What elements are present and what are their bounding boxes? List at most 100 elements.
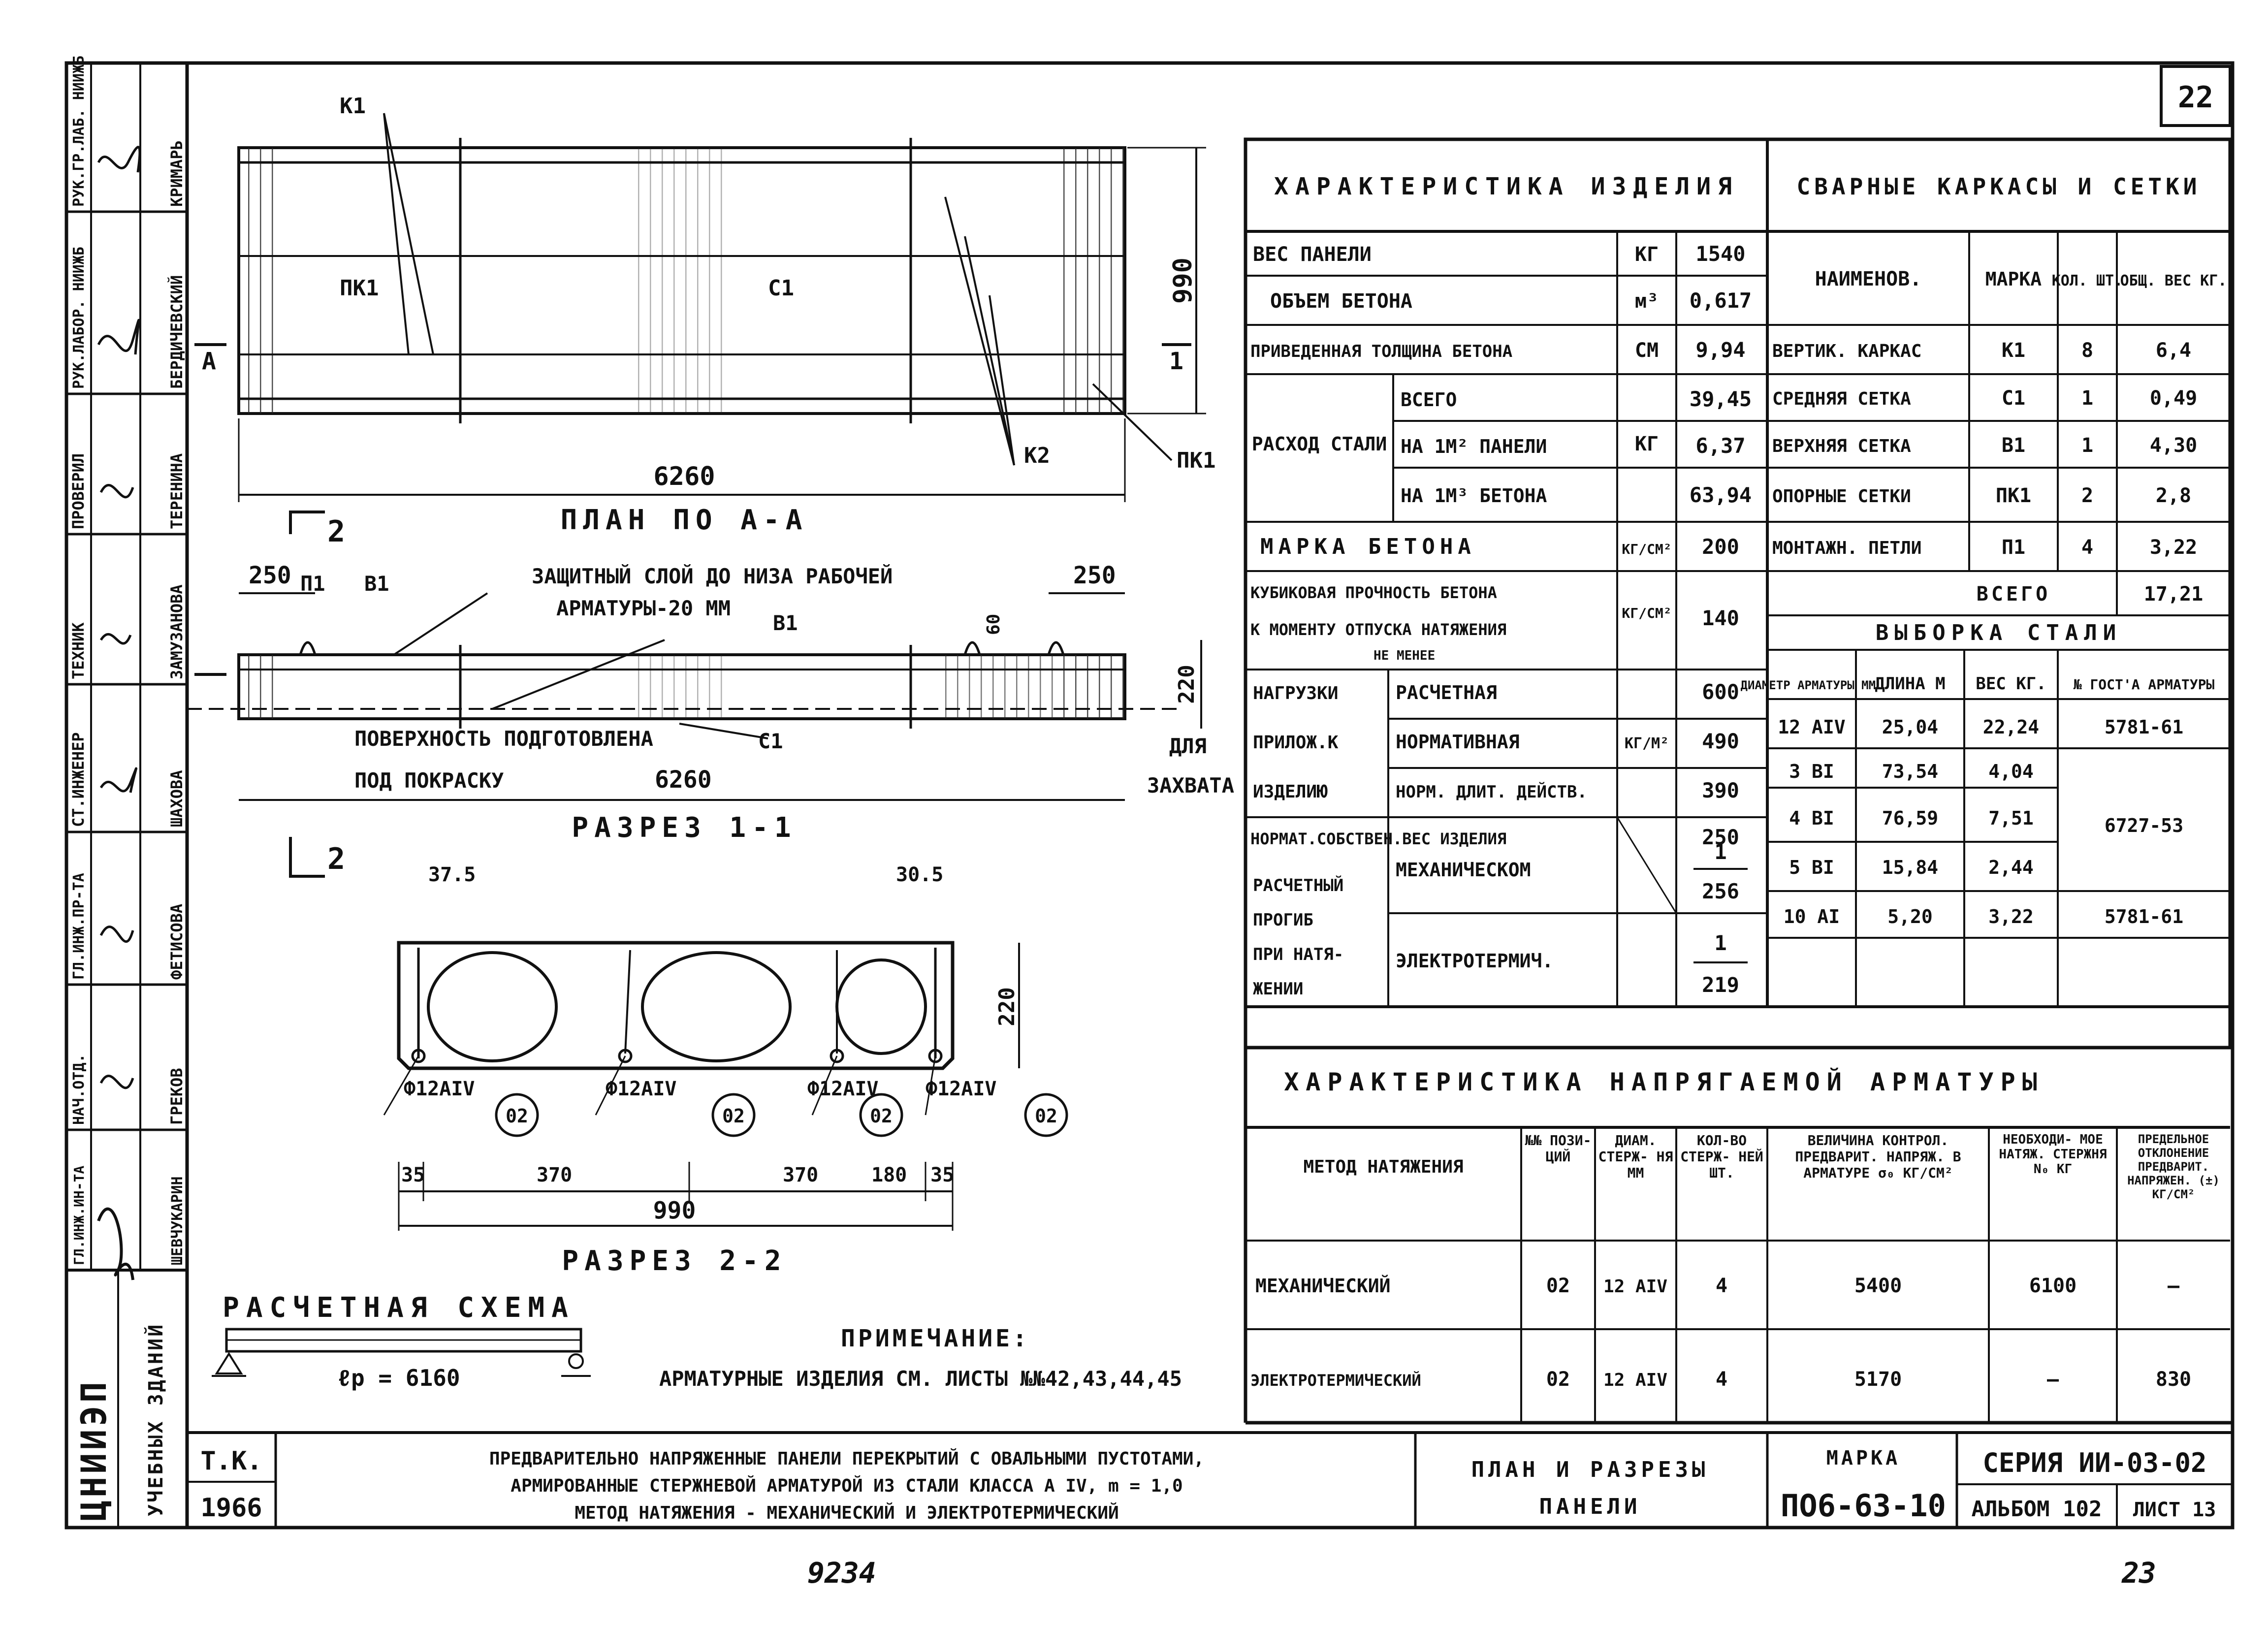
stamp-name-7: ГРЕКОВ — [167, 1068, 186, 1125]
section11-cut-2-top: 2 — [327, 514, 345, 549]
frames-r4-weight: 2,8 — [2156, 484, 2191, 507]
title-block-grid — [187, 1431, 2233, 1528]
title-sheet-2: ПАНЕЛИ — [1539, 1494, 1641, 1519]
frames-r3-name: ВЕРХНЯЯ СЕТКА — [1772, 436, 1911, 456]
stamp-role-6: ГЛ.ИНЖ.ПР-ТА — [70, 873, 88, 980]
section11-surface-2: ПОД ПОКРАСКУ — [354, 768, 504, 793]
plan-label-s1: С1 — [768, 276, 794, 301]
plan-label-pk1b: ПК1 — [1177, 448, 1215, 473]
tension-col-dev: ПРЕДЕЛЬНОЕ ОТКЛОНЕНИЕ ПРЕДВАРИТ. НАПРЯЖЕ… — [2127, 1132, 2220, 1201]
frames-r4-name: ОПОРНЫЕ СЕТКИ — [1772, 486, 1911, 507]
steel-row-m2-name: НА 1М² ПАНЕЛИ — [1401, 436, 1547, 457]
section22-pos-1: 02 — [506, 1105, 528, 1127]
signature-5 — [99, 767, 138, 793]
section11-cut-2-bottom: 2 — [327, 842, 345, 876]
tension-col-dev-cell: ПРЕДЕЛЬНОЕ ОТКЛОНЕНИЕ ПРЕДВАРИТ. НАПРЯЖЕ… — [2127, 1132, 2220, 1201]
section22-rebar-3: Ф12АIV — [807, 1078, 879, 1100]
title-mark-label: МАРКА — [1826, 1447, 1900, 1469]
signature-7 — [99, 1075, 134, 1089]
steel-r3-length: 76,59 — [1882, 807, 1938, 829]
section11-label-s1: С1 — [758, 729, 783, 753]
note-text: АРМАТУРНЫЕ ИЗДЕЛИЯ СМ. ЛИСТЫ №№42,43,44,… — [659, 1367, 1182, 1391]
tension-r2-diam: 12 АIV — [1603, 1370, 1667, 1390]
section11-label-p1: П1 — [300, 572, 325, 596]
tension-col-stress: ВЕЛИЧИНА КОНТРОЛ. ПРЕДВАРИТ. НАПРЯЖ. В А… — [1795, 1132, 1961, 1181]
own-weight-name: НОРМАТ.СОБСТВЕН.ВЕС ИЗДЕЛИЯ — [1250, 830, 1506, 848]
steel-row-m3-value: 63,94 — [1690, 483, 1752, 507]
section22-rebar-2: Ф12АIV — [606, 1078, 677, 1100]
cube-strength-value: 140 — [1702, 606, 1739, 630]
product-row-volume-value: 0,617 — [1690, 288, 1752, 313]
product-row-thickness-name: ПРИВЕДЕННАЯ ТОЛЩИНА БЕТОНА — [1250, 342, 1512, 361]
steel-r2-length: 73,54 — [1882, 761, 1938, 782]
steel-row-m2-value: 6,37 — [1695, 434, 1745, 458]
frames-r5-mark: П1 — [2002, 536, 2025, 559]
load-row-long-name: НОРМ. ДЛИТ. ДЕЙСТВ. — [1396, 782, 1587, 802]
frames-r2-mark: С1 — [2002, 387, 2025, 410]
plan-label-k1: К1 — [340, 94, 366, 119]
deflection-mech-name: МЕХАНИЧЕСКОМ — [1396, 859, 1531, 881]
deflection-elec-den: 219 — [1702, 973, 1739, 997]
section22-dim-5: 35 — [930, 1164, 954, 1186]
tension-r2-pos: 02 — [1546, 1368, 1570, 1391]
note-title: ПРИМЕЧАНИЕ: — [841, 1325, 1030, 1352]
plan-title: ПЛАН ПО А-А — [561, 504, 808, 536]
section11-right-offset: 250 — [1073, 562, 1116, 589]
load-row-calc-name: РАСЧЕТНАЯ — [1396, 682, 1497, 703]
title-sheet: ЛИСТ 13 — [2133, 1499, 2216, 1521]
load-row-norm-name: НОРМАТИВНАЯ — [1396, 731, 1520, 753]
deflection-3: ПРИ НАТЯ- — [1253, 945, 1343, 964]
deflection-mech-num: 1 — [1714, 840, 1726, 864]
title-sheet-1: ПЛАН И РАЗРЕЗЫ — [1471, 1457, 1709, 1482]
section22-pos-4: 02 — [1035, 1105, 1057, 1127]
load-row-long-value: 390 — [1702, 778, 1739, 802]
tension-col-pos-cell: №№ ПОЗИ- ЦИЙ — [1525, 1132, 1592, 1165]
section11-surface-1: ПОВЕРХНОСТЬ ПОДГОТОВЛЕНА — [354, 727, 653, 751]
section11-loop-dim: 60 — [984, 614, 1004, 635]
scheme-title: РАСЧЕТНАЯ СХЕМА — [223, 1292, 575, 1324]
steel-r1-gost: 5781-61 — [2105, 716, 2183, 738]
stamp-role-8: ГЛ.ИНЖ.ИН-ТА — [71, 1166, 87, 1265]
steel-r5-weight: 3,22 — [1988, 906, 2034, 927]
steel-row-total-name: ВСЕГО — [1401, 389, 1457, 411]
stamp-role-7: НАЧ.ОТД. — [70, 1054, 88, 1125]
section11-left-offset: 250 — [249, 562, 291, 589]
tension-r2-count: 4 — [1716, 1368, 1727, 1391]
frames-r1-qty: 8 — [2081, 339, 2093, 362]
own-weight-value: 250 — [1702, 825, 1739, 849]
section11-title: РАЗРЕЗ 1-1 — [572, 812, 797, 844]
steel-col-gost: № ГОСТ'А АРМАТУРЫ — [2074, 676, 2215, 693]
stamp-role-3: ПРОВЕРИЛ — [69, 453, 88, 529]
stamp-column-grid — [66, 63, 187, 1528]
section11-note-cover-2: АРМАТУРЫ-20 ММ — [556, 596, 731, 620]
product-row-thickness-unit: СМ — [1635, 339, 1659, 362]
tension-col-force-cell: НЕОБХОДИ- МОЕ НАТЯЖ. СТЕРЖНЯ N₀ КГ — [1999, 1132, 2107, 1177]
tension-col-diam: ДИАМ. СТЕРЖ- НЯ ММ — [1598, 1132, 1673, 1181]
steel-r4-diam: 5 ВI — [1789, 857, 1834, 878]
concrete-grade-value: 200 — [1702, 535, 1739, 559]
steel-group-unit: КГ — [1635, 433, 1659, 455]
steel-r3-diam: 4 ВI — [1789, 807, 1834, 829]
stamp-name-8: ШЕВЧУКАРИН — [169, 1176, 186, 1265]
frames-r1-mark: К1 — [2002, 339, 2025, 362]
tension-r2-dev: 830 — [2156, 1368, 2191, 1391]
stamp-column-frame — [64, 61, 189, 1530]
frames-r1-name: ВЕРТИК. КАРКАС — [1772, 341, 1921, 361]
section-1-1-view — [187, 511, 1202, 878]
section22-top-left-dim: 37.5 — [428, 863, 476, 886]
load-group-3: ИЗДЕЛИЮ — [1253, 782, 1328, 802]
steel-r3-gost: 6727-53 — [2105, 815, 2183, 836]
tension-r1-force: 6100 — [2029, 1275, 2076, 1297]
section22-rebar-1: Ф12АIV — [404, 1078, 475, 1100]
signature-2 — [97, 319, 140, 355]
frames-r1-weight: 6,4 — [2156, 339, 2191, 362]
title-series: СЕРИЯ ИИ-03-02 — [1982, 1447, 2206, 1478]
plan-length-dim: 6260 — [653, 462, 715, 491]
signature-3 — [99, 484, 134, 499]
signature-6 — [99, 926, 134, 943]
signature-8 — [97, 1207, 134, 1280]
steel-col-weight: ВЕС КГ. — [1976, 674, 2046, 694]
plan-label-pk1: ПК1 — [340, 276, 379, 301]
steel-r3-weight: 7,51 — [1988, 807, 2034, 829]
steel-r4-weight: 2,44 — [1988, 857, 2034, 878]
